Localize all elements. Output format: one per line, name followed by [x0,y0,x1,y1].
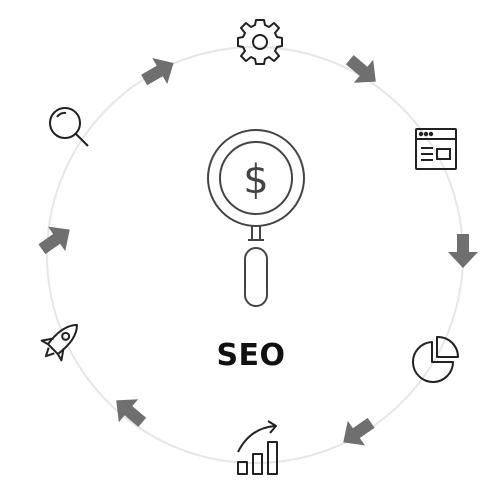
seo-magnifier-icon [207,129,305,307]
browser-window-icon [415,128,457,170]
arrow-icon [136,50,182,93]
arrow-icon [334,410,380,455]
arrow-icon [33,217,79,262]
growth-chart-icon [237,420,278,475]
arrow-icon [448,234,478,268]
dollar-symbol: $ [243,157,268,203]
cycle-ring [46,46,464,464]
rocket-icon [40,324,78,362]
pie-chart-icon [412,335,460,383]
gear-icon [237,19,283,65]
seo-title: SEO [216,338,286,373]
arrow-icon [340,48,386,94]
search-icon [49,107,89,147]
arrow-icon [106,388,152,434]
